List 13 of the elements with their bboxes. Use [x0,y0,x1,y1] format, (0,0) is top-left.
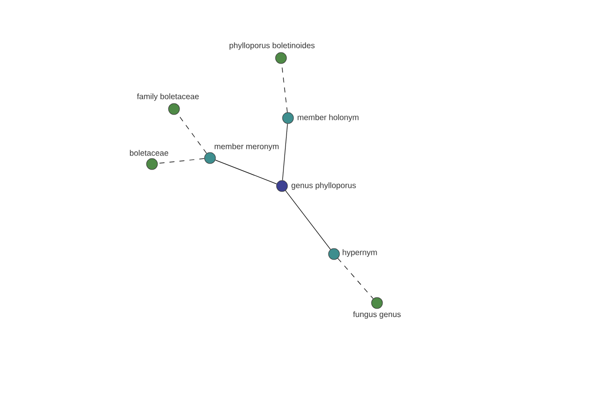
node-label: member holonym [298,114,358,122]
connector-line [215,160,277,184]
connector-line [282,123,288,181]
connector-line [157,158,205,164]
node-label: genus phylloporus [292,182,356,190]
node-label: family boletaceae [136,93,199,101]
node-label: fungus genus [353,311,401,319]
node-label: boletaceae [130,150,168,156]
node-label: member meronym [214,143,279,151]
connector-line [338,258,374,299]
node-label: hypernym [342,249,377,257]
connector-line [285,190,331,250]
node-label: phylloporus boletinoides [230,42,315,50]
